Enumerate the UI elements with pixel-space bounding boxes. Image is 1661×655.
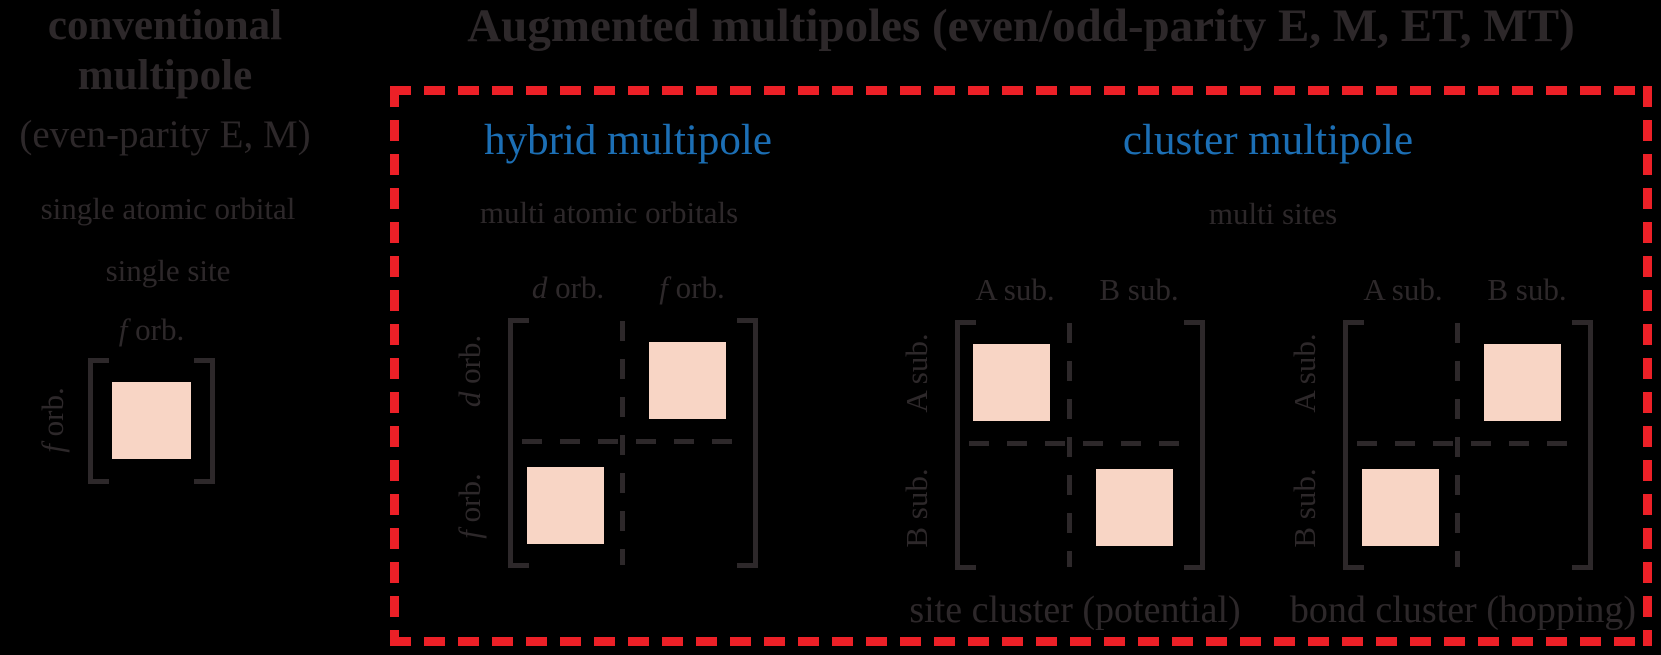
cluster-heading: cluster multipole — [1122, 117, 1414, 164]
matrix-block-aa — [973, 344, 1050, 421]
matrix-block-dd — [526, 342, 603, 419]
matrix-block-ba — [974, 469, 1051, 546]
matrix-block-ba — [1362, 469, 1439, 546]
matrix-bracket-left — [88, 358, 109, 484]
conventional-matrix: f orb. f orb. — [35, 312, 215, 484]
matrix-bracket-right — [194, 358, 215, 484]
bond-cluster-caption: bond cluster (hopping) — [1289, 589, 1637, 631]
matrix-row-label-a: A sub. — [899, 333, 934, 413]
hybrid-matrix: d orb. f orb. d orb. f orb. — [452, 270, 758, 568]
left-feature-orbital: single atomic orbital — [40, 191, 296, 226]
left-subtitle: (even-parity E, M) — [19, 113, 311, 156]
hybrid-heading: hybrid multipole — [484, 117, 772, 164]
matrix-col-header-a: A sub. — [975, 272, 1055, 307]
main-title: Augmented multipoles (even/odd-parity E,… — [467, 0, 1575, 52]
matrix-block-ff — [112, 382, 191, 459]
matrix-col-header-b: B sub. — [1487, 272, 1567, 307]
matrix-block-ab — [1096, 344, 1173, 421]
matrix-block-fd — [527, 467, 604, 544]
outline-right-edge — [1643, 86, 1652, 646]
augmented-region-outline — [390, 86, 1652, 646]
matrix-block-bb — [1484, 469, 1561, 546]
matrix-col-header-b: B sub. — [1099, 272, 1179, 307]
matrix-block-bb — [1096, 469, 1173, 546]
matrix-bracket-left — [955, 320, 976, 570]
matrix-row-label-b: B sub. — [1287, 468, 1322, 548]
matrix-bracket-left — [1343, 320, 1364, 570]
matrix-bracket-right — [737, 318, 758, 568]
left-title-line2: multipole — [77, 52, 253, 99]
outline-bottom-edge — [390, 637, 1652, 646]
matrix-block-aa — [1361, 344, 1438, 421]
outline-top-edge — [390, 86, 1652, 95]
matrix-divider-horizontal — [969, 441, 1192, 446]
site-cluster-caption: site cluster (potential) — [909, 589, 1241, 631]
matrix-row-label-a: A sub. — [1287, 333, 1322, 413]
matrix-row-label-d: d orb. — [452, 334, 487, 408]
outline-left-edge — [390, 86, 399, 646]
site-cluster-matrix: A sub. B sub. A sub. B sub. — [899, 272, 1205, 570]
matrix-bracket-right — [1184, 320, 1205, 570]
matrix-row-label-b: B sub. — [899, 468, 934, 548]
hybrid-subheading: multi atomic orbitals — [479, 195, 739, 230]
matrix-col-header-f: f orb. — [659, 270, 725, 305]
matrix-block-df — [649, 342, 726, 419]
left-title-line1: conventional — [47, 2, 283, 49]
matrix-bracket-left — [508, 318, 529, 568]
matrix-col-header-d: d orb. — [531, 270, 605, 305]
left-feature-site: single site — [105, 253, 231, 288]
matrix-row-label-f: f orb. — [452, 473, 487, 539]
cluster-subheading: multi sites — [1208, 196, 1338, 231]
matrix-block-ab — [1484, 344, 1561, 421]
matrix-block-ff — [649, 467, 726, 544]
matrix-col-header-a: A sub. — [1363, 272, 1443, 307]
matrix-divider-horizontal — [522, 439, 745, 444]
matrix-bracket-right — [1572, 320, 1593, 570]
matrix-col-header-f: f orb. — [118, 312, 185, 347]
bond-cluster-matrix: A sub. B sub. A sub. B sub. — [1287, 272, 1593, 570]
matrix-divider-horizontal — [1357, 441, 1580, 446]
matrix-row-label-f: f orb. — [35, 387, 70, 453]
